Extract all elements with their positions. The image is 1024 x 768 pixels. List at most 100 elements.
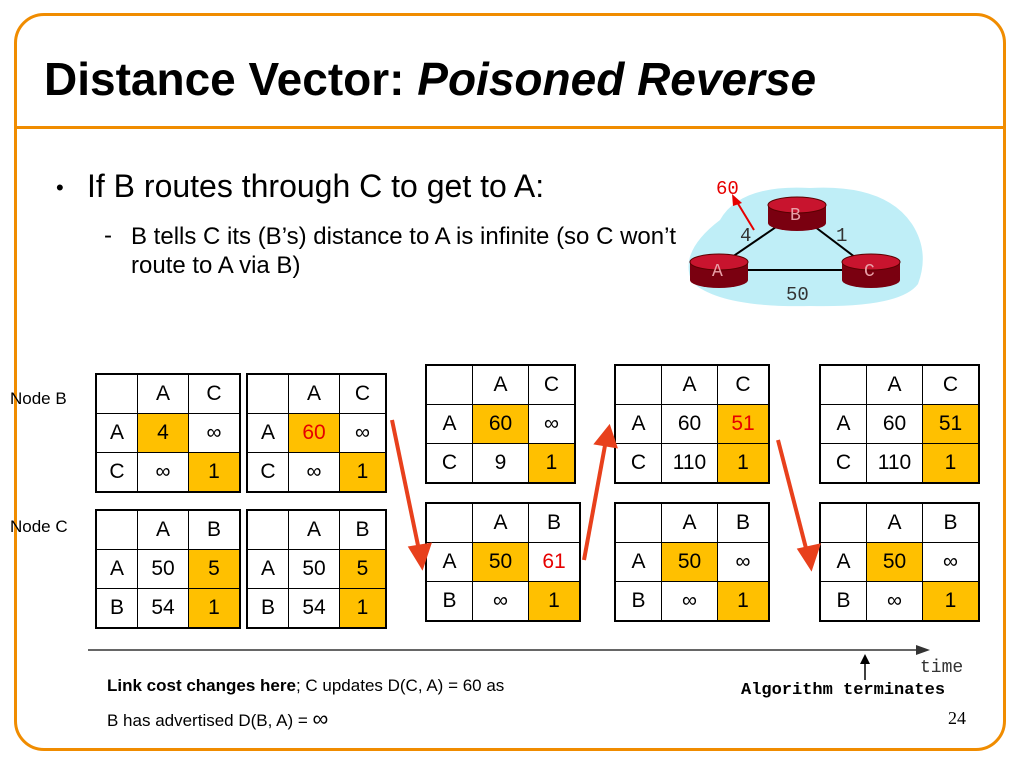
router-a: [689, 253, 749, 288]
cell: A: [819, 404, 867, 444]
cell: [614, 502, 662, 543]
cell: B: [339, 509, 387, 550]
cell: B: [819, 581, 867, 622]
caption-rest: ; C updates D(C, A) = 60 as: [295, 676, 505, 695]
cell: A: [614, 542, 662, 582]
cell: 60: [472, 404, 529, 444]
cell: 1: [528, 581, 581, 622]
cell: 1: [339, 452, 387, 493]
cell: A: [866, 502, 923, 543]
cell: [425, 364, 473, 405]
bullet-text: If B routes through C to get to A:: [87, 168, 545, 204]
cell: A: [137, 373, 189, 414]
cell: [614, 364, 662, 405]
cell: ∞: [339, 413, 387, 453]
new-cost-label: 60: [716, 178, 739, 200]
caption-infinity: ∞: [312, 706, 329, 731]
cell: A: [472, 364, 529, 405]
cell: A: [661, 502, 718, 543]
cell: A: [819, 542, 867, 582]
cell: 50: [288, 549, 340, 589]
sub-bullet-dash: -: [104, 222, 112, 249]
cell: 110: [661, 443, 718, 484]
cell: C: [339, 373, 387, 414]
cell: ∞: [922, 542, 980, 582]
cell: ∞: [188, 413, 241, 453]
cell: [819, 502, 867, 543]
cell: B: [95, 588, 138, 629]
cell: C: [95, 452, 138, 493]
cell: A: [425, 542, 473, 582]
router-b: [767, 196, 827, 231]
cell: C: [819, 443, 867, 484]
cell: A: [425, 404, 473, 444]
sub-bullet-text: B tells C its (B’s) distance to A is inf…: [131, 223, 677, 279]
node-b-label: Node B: [10, 389, 67, 408]
slide-number: 24: [948, 708, 966, 728]
cell: A: [137, 509, 189, 550]
cell: 50: [137, 549, 189, 589]
cell: [425, 502, 473, 543]
cost-ac-label: 50: [786, 284, 809, 306]
cell: C: [922, 364, 980, 405]
slide-title: Distance Vector: Poisoned Reverse: [44, 52, 816, 106]
cell: 1: [188, 588, 241, 629]
slide-frame: [14, 13, 1006, 751]
cost-bc-label: 1: [836, 225, 847, 247]
cell: A: [95, 413, 138, 453]
cell: ∞: [288, 452, 340, 493]
cell: A: [661, 364, 718, 405]
cell: A: [614, 404, 662, 444]
cell: 1: [922, 581, 980, 622]
cell: A: [288, 509, 340, 550]
cell: 51: [717, 404, 770, 444]
algorithm-terminates-label: Algorithm terminates: [741, 681, 946, 700]
cell: B: [922, 502, 980, 543]
cell: ∞: [661, 581, 718, 622]
title-divider: [14, 126, 1006, 129]
cell: A: [866, 364, 923, 405]
router-a-label: A: [712, 262, 723, 282]
network-diagram: B A C 60 4 1 50: [688, 178, 923, 307]
cell: 51: [922, 404, 980, 444]
cell: [95, 373, 138, 414]
cell: 1: [922, 443, 980, 484]
cell: [95, 509, 138, 550]
router-b-label: B: [790, 206, 801, 226]
caption-line-2-text: B has advertised D(B, A) =: [107, 711, 313, 730]
cell: B: [717, 502, 770, 543]
cost-ab-label: 4: [740, 225, 751, 247]
cell: B: [528, 502, 581, 543]
cell: C: [614, 443, 662, 484]
cell: 1: [717, 443, 770, 484]
cell: ∞: [472, 581, 529, 622]
cell: [246, 509, 289, 550]
cell: A: [246, 413, 289, 453]
cell: 1: [528, 443, 576, 484]
caption-bold: Link cost changes here: [107, 676, 296, 695]
cost-change-arrowhead: [732, 194, 742, 206]
cell: 9: [472, 443, 529, 484]
cell: ∞: [137, 452, 189, 493]
cell: 5: [188, 549, 241, 589]
cell: [819, 364, 867, 405]
cell: C: [717, 364, 770, 405]
cell: 1: [717, 581, 770, 622]
cell: A: [288, 373, 340, 414]
title-main: Distance Vector:: [44, 53, 418, 105]
caption-line-2: B has advertised D(B, A) = ∞: [107, 706, 328, 732]
cell: C: [246, 452, 289, 493]
cell: 4: [137, 413, 189, 453]
router-c: [841, 253, 901, 288]
node-c-label: Node C: [10, 517, 68, 536]
cell: A: [246, 549, 289, 589]
cell: C: [528, 364, 576, 405]
cell: 60: [866, 404, 923, 444]
